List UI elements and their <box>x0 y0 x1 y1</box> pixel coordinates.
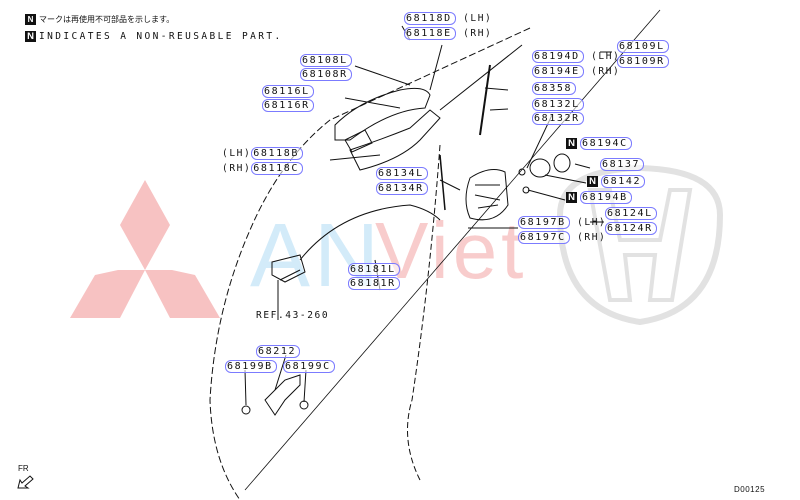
part-number-68118D[interactable]: 68118D <box>404 12 456 25</box>
rod <box>479 64 491 136</box>
part-number-68194E[interactable]: 68194E <box>532 65 584 78</box>
part-number-68109L[interactable]: 68109L <box>617 40 669 53</box>
part-number-68142[interactable]: 68142 <box>601 175 646 188</box>
part-number-68181L[interactable]: 68181L <box>348 263 400 276</box>
part-number-68194B[interactable]: 68194B <box>580 191 632 204</box>
part-number-68118C[interactable]: 68118C <box>251 162 304 175</box>
part-label-68194E: 68194E (RH) <box>532 65 621 78</box>
lh-tag: (LH) <box>591 51 621 62</box>
honda-logo-watermark <box>556 164 724 326</box>
part-number-68194D[interactable]: 68194D <box>532 50 584 63</box>
lh-tag: (LH) <box>463 13 493 24</box>
mitsubishi-logo-watermark <box>70 180 220 318</box>
non-reusable-badge: N <box>25 31 36 42</box>
part-number-68116L[interactable]: 68116L <box>262 85 314 98</box>
part-number-68358[interactable]: 68358 <box>532 82 577 95</box>
part-number-68199B[interactable]: 68199B <box>225 360 277 373</box>
part-number-68124L[interactable]: 68124L <box>605 207 657 220</box>
non-reusable-badge: N <box>566 138 577 149</box>
part-number-68108R[interactable]: 68108R <box>300 68 352 81</box>
rh-tag: (RH) <box>591 66 621 77</box>
note-jp-text: マークは再使用不可部品を示します。 <box>39 15 175 24</box>
striker-parts <box>518 153 571 194</box>
part-number-68108L[interactable]: 68108L <box>300 54 352 67</box>
part-number-68197B[interactable]: 68197B <box>518 216 570 229</box>
part-label-68118B: (LH)68118B <box>222 147 304 160</box>
part-number-68124R[interactable]: 68124R <box>605 222 657 235</box>
rh-tag: (RH) <box>577 232 607 243</box>
part-label-68194D: 68194D (LH) <box>532 50 621 63</box>
lh-tag: (LH) <box>222 148 252 159</box>
part-number-68132L[interactable]: 68132L <box>532 98 584 111</box>
front-arrow-icon <box>17 475 34 489</box>
lh-tag: (LH) <box>577 217 607 228</box>
non-reusable-badge: N <box>566 192 577 203</box>
part-number-68134R[interactable]: 68134R <box>376 182 428 195</box>
door-outline <box>209 27 531 500</box>
part-number-68116R[interactable]: 68116R <box>262 99 314 112</box>
part-label-68118C: (RH)68118C <box>222 162 304 175</box>
note-en-text: INDICATES A NON-REUSABLE PART. <box>39 31 283 42</box>
part-number-68109R[interactable]: 68109R <box>617 55 669 68</box>
front-direction-label: FR <box>18 464 29 473</box>
part-number-68118B[interactable]: 68118B <box>251 147 304 160</box>
rod2 <box>439 154 446 211</box>
cable <box>299 204 441 261</box>
part-number-68194C[interactable]: 68194C <box>580 137 632 150</box>
non-reusable-badge: N <box>587 176 598 187</box>
part-number-68137[interactable]: 68137 <box>600 158 645 171</box>
part-number-68132R[interactable]: 68132R <box>532 112 584 125</box>
diagram-code: D00125 <box>734 485 766 494</box>
rh-tag: (RH) <box>222 163 252 174</box>
part-number-68134L[interactable]: 68134L <box>376 167 428 180</box>
door-check <box>241 374 309 416</box>
reference-label[interactable]: REF.43-260 <box>256 310 330 321</box>
door-latch <box>465 169 509 221</box>
door-inner-outline <box>407 144 441 481</box>
watermark-viet: Viet <box>375 206 528 295</box>
rh-tag: (RH) <box>463 28 493 39</box>
non-reusable-badge: N <box>25 14 36 25</box>
part-number-68181R[interactable]: 68181R <box>348 277 400 290</box>
part-number-68199C[interactable]: 68199C <box>283 360 335 373</box>
part-number-68212[interactable]: 68212 <box>256 345 301 358</box>
part-label-68118E: 68118E (RH) <box>404 27 493 40</box>
part-label-68118D: 68118D (LH) <box>404 12 493 25</box>
part-label-68197C: 68197C (RH) <box>518 231 607 244</box>
part-number-68118E[interactable]: 68118E <box>404 27 456 40</box>
part-number-68197C[interactable]: 68197C <box>518 231 570 244</box>
inside-handle <box>271 254 306 283</box>
part-label-68197B: 68197B (LH) <box>518 216 607 229</box>
